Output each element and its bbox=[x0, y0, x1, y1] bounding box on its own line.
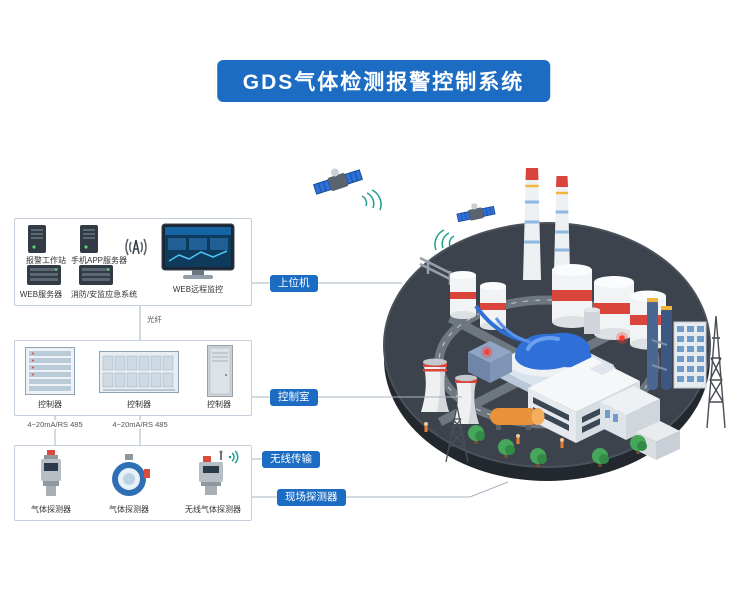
gas-detector-icon bbox=[107, 454, 151, 500]
tree bbox=[468, 425, 485, 444]
gas-detector-label: 气体探测器 bbox=[31, 505, 71, 514]
tree bbox=[630, 435, 647, 454]
process-columns bbox=[647, 298, 672, 390]
worker-figure bbox=[560, 438, 564, 448]
app-server-label: 手机APP服务器 bbox=[70, 256, 127, 265]
gas-detector-label: 气体探测器 bbox=[109, 505, 149, 514]
server-tower-icon bbox=[79, 225, 99, 253]
storage-tank bbox=[584, 307, 600, 334]
utility-building bbox=[468, 341, 512, 383]
office-building bbox=[673, 321, 707, 389]
plant-illustration bbox=[312, 168, 726, 481]
wireless-gas-detector-icon bbox=[191, 450, 237, 498]
bus-link-label: 4~20mA/RS 485 bbox=[22, 420, 88, 429]
satellite-icon bbox=[312, 168, 364, 195]
satellite-icon bbox=[456, 203, 496, 223]
tree bbox=[592, 448, 609, 467]
derrick-tower bbox=[445, 405, 469, 463]
wireless-detector-label: 无线气体探测器 bbox=[185, 505, 241, 514]
cooling-tower bbox=[453, 374, 479, 424]
satellite-signal-icon bbox=[434, 229, 455, 251]
worker-figure bbox=[424, 422, 428, 432]
gas-detector-icon bbox=[31, 450, 71, 500]
horizontal-tank bbox=[490, 408, 545, 430]
server-rack-icon bbox=[27, 265, 61, 285]
monitoring-layer-panel: 报警工作站 手机APP服务器 WEB服务器 消防/安监应急系统 WEB远程监控 bbox=[14, 218, 252, 306]
web-monitor-label: WEB远程监控 bbox=[172, 285, 224, 294]
controller-label: 控制器 bbox=[38, 400, 62, 409]
tag-wireless-transmission: 无线传输 bbox=[262, 451, 320, 468]
alarm-beacon bbox=[616, 332, 628, 344]
storage-tank bbox=[480, 282, 506, 330]
storage-tank bbox=[450, 271, 476, 319]
storage-tank bbox=[552, 264, 592, 328]
detector-layer-panel: 气体探测器 气体探测器 无线气体探测器 bbox=[14, 445, 252, 521]
chimney bbox=[554, 176, 570, 272]
bus-link-label: 4~20mA/RS 485 bbox=[107, 420, 173, 429]
controller-layer-panel: 控制器 控制器 控制器 bbox=[14, 340, 252, 416]
page-title: GDS气体检测报警控制系统 bbox=[216, 60, 551, 102]
wifi-signal-icon bbox=[227, 447, 247, 467]
server-tower-icon bbox=[27, 225, 47, 253]
controller-cabinet-icon bbox=[207, 345, 233, 397]
alarm-workstation-label: 报警工作站 bbox=[26, 256, 66, 265]
antenna-icon bbox=[121, 235, 151, 259]
lattice-tower bbox=[706, 315, 726, 429]
controller-cabinet-icon bbox=[99, 351, 179, 393]
worker-figure bbox=[516, 434, 520, 444]
controller-label: 控制器 bbox=[127, 400, 151, 409]
chimney bbox=[523, 168, 541, 280]
tag-field-detector: 现场探测器 bbox=[277, 489, 346, 506]
satellite-signal-icon bbox=[361, 189, 382, 211]
tree bbox=[530, 448, 547, 467]
cooling-tower bbox=[421, 358, 449, 412]
controller-label: 控制器 bbox=[207, 400, 231, 409]
tree bbox=[498, 439, 515, 458]
warehouse-building bbox=[600, 386, 660, 440]
web-server-label: WEB服务器 bbox=[19, 290, 63, 299]
fiber-link-label: 光纤 bbox=[145, 314, 164, 325]
server-rack-icon bbox=[79, 265, 113, 285]
controller-cabinet-icon bbox=[25, 347, 75, 395]
tag-control-room: 控制室 bbox=[270, 389, 318, 406]
monitor-icon bbox=[161, 223, 235, 281]
tag-host-computer: 上位机 bbox=[270, 275, 318, 292]
alarm-beacon bbox=[481, 346, 493, 358]
fire-emergency-label: 消防/安监应急系统 bbox=[70, 290, 138, 299]
